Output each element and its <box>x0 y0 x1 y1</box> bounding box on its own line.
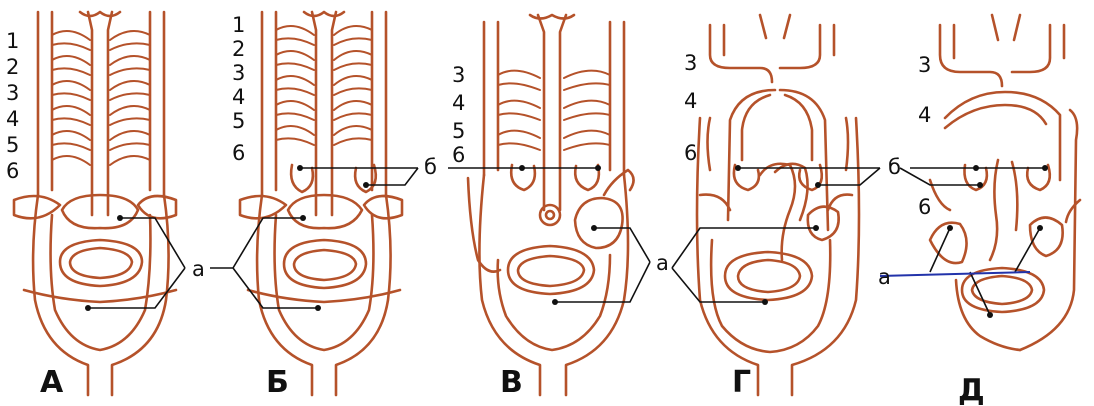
panel-a-arch-2: 2 <box>6 55 19 79</box>
panel-b: 1 2 3 4 5 6 б <box>210 12 437 400</box>
label-a-panel-v: а <box>656 251 669 275</box>
panel-g-caption: Г <box>732 365 751 400</box>
label-b-panel-b: б <box>424 155 437 179</box>
panel-v-arch-3: 3 <box>452 63 465 87</box>
panel-b-arch-4: 4 <box>232 85 245 109</box>
panel-g-arch-4: 4 <box>684 89 697 113</box>
panel-g: 3 4 6 б Г <box>672 15 901 400</box>
panel-v-vessels <box>468 15 634 395</box>
panel-b-caption: Б <box>266 365 289 400</box>
panel-d-arch-4: 4 <box>918 103 931 127</box>
panel-d-arch-6: 6 <box>918 195 931 219</box>
label-b-panel-g: б <box>888 155 901 179</box>
panel-a-arch-3: 3 <box>6 81 19 105</box>
label-a-panel-a: а <box>192 257 205 281</box>
panel-v-arch-5: 5 <box>452 119 465 143</box>
panel-v-arch-6: 6 <box>452 143 465 167</box>
panel-a-caption: А <box>40 365 64 400</box>
panel-a-arch-5: 5 <box>6 133 19 157</box>
panel-g-arch-6: 6 <box>684 141 697 165</box>
panel-v: 3 4 5 6 а В <box>448 15 669 400</box>
panel-a-vessels <box>14 12 176 395</box>
panel-d: 3 4 6 а <box>878 15 1080 406</box>
panel-g-vessels <box>697 15 859 395</box>
panel-b-vessels <box>240 12 402 395</box>
panel-a-arch-6: 6 <box>6 159 19 183</box>
panel-b-arch-3: 3 <box>232 61 245 85</box>
panel-v-arch-4: 4 <box>452 91 465 115</box>
panel-b-arch-2: 2 <box>232 37 245 61</box>
panel-v-caption: В <box>500 365 523 400</box>
panel-a-arch-4: 4 <box>6 107 19 131</box>
panel-d-vessels <box>930 15 1080 350</box>
panel-d-arch-3: 3 <box>918 53 931 77</box>
panel-b-arch-1: 1 <box>232 13 245 37</box>
panel-b-arch-6: 6 <box>232 141 245 165</box>
panel-g-arch-3: 3 <box>684 51 697 75</box>
panel-d-caption: Д <box>958 373 985 406</box>
label-a-panel-d: а <box>878 265 891 289</box>
panel-b-arch-5: 5 <box>232 109 245 133</box>
panel-a-arch-1: 1 <box>6 29 19 53</box>
panel-a: 1 2 3 4 5 6 <box>6 12 205 400</box>
